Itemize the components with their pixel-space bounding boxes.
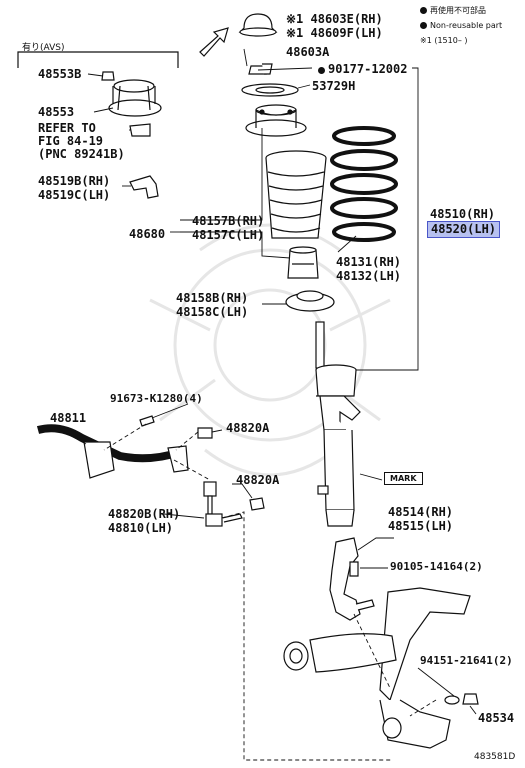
- non-reusable-dot-icon: [420, 7, 427, 14]
- legend-non-reusable-jp: 再使用不可部品: [420, 5, 486, 16]
- avs-bracket: [17, 51, 179, 68]
- part-label-48553b[interactable]: 48553B: [38, 67, 82, 81]
- part-label-48603a[interactable]: 48603A: [286, 45, 330, 59]
- part-label-91673[interactable]: 91673-K1280(4): [110, 392, 203, 405]
- bolt-91673: [139, 415, 155, 427]
- part-label-48534[interactable]: 48534: [478, 711, 515, 725]
- upper-cap-part: [238, 13, 278, 37]
- refer-to-line-1: REFER TO: [38, 121, 96, 135]
- part-label-48519c[interactable]: 48519C(LH): [38, 188, 111, 202]
- mark-label: MARK: [384, 472, 423, 485]
- bolt-90105: [349, 561, 359, 577]
- shock-absorber-part: [315, 321, 361, 527]
- refer-to-line-2[interactable]: FIG 84-19: [38, 134, 104, 148]
- legend-non-reusable-en: Non-reusable part: [420, 20, 502, 31]
- part-label-48519b[interactable]: 48519B(RH): [38, 174, 111, 188]
- non-reusable-dot-icon: [318, 67, 325, 74]
- part-label-90177[interactable]: 90177-12002: [318, 63, 407, 76]
- legend-line-1: 再使用不可部品: [430, 6, 486, 15]
- bracket-48519b: [129, 175, 159, 199]
- nut-48820a-lower: [249, 497, 265, 511]
- legend-note-1: ※1 (1510– ): [420, 36, 468, 45]
- stabilizer-link-part: [203, 481, 243, 527]
- part-label-48514[interactable]: 48514(RH): [388, 505, 454, 519]
- part-label-48520-highlighted[interactable]: 48520(LH): [426, 221, 501, 238]
- part-label-48553[interactable]: 48553: [38, 105, 75, 119]
- part-label-48157c[interactable]: 48157C(LH): [192, 228, 265, 242]
- leader-lines: [59, 48, 477, 715]
- part-label-53729h[interactable]: 53729H: [312, 79, 356, 93]
- bound-stopper-part: [287, 246, 319, 279]
- part-label-48515[interactable]: 48515(LH): [388, 519, 454, 533]
- nut-48603a: [248, 63, 273, 75]
- part-label-48158b[interactable]: 48158B(RH): [176, 291, 249, 305]
- nut-48820a-upper: [197, 427, 213, 439]
- upper-support-part: [245, 104, 307, 137]
- nut-94151: [444, 693, 479, 705]
- non-reusable-dot-icon: [420, 22, 427, 29]
- alignment-lines: [103, 423, 437, 761]
- avs-label: 有り(AVS): [22, 43, 65, 53]
- part-label-48158c[interactable]: 48158C(LH): [176, 305, 249, 319]
- actuator-48553: [108, 79, 162, 117]
- coil-spring-part: [330, 126, 398, 242]
- part-label-48820b[interactable]: 48820B(RH): [108, 507, 181, 521]
- part-label-48811[interactable]: 48811: [50, 411, 87, 425]
- clip-48553-connector: [129, 123, 151, 137]
- dust-boot-part: [265, 150, 327, 239]
- part-label-48603e[interactable]: ※1 48603E(RH): [286, 12, 383, 26]
- lower-arm-part: [283, 587, 471, 749]
- insulator-53729h: [241, 83, 299, 97]
- part-label-48810[interactable]: 48810(LH): [108, 521, 174, 535]
- part-label-48132[interactable]: 48132(LH): [336, 269, 402, 283]
- nut-48553b: [101, 71, 115, 81]
- part-label-48510[interactable]: 48510(RH): [430, 207, 496, 221]
- lower-insulator-part: [285, 290, 335, 312]
- steering-knuckle-part: [329, 537, 375, 621]
- part-label-48131[interactable]: 48131(RH): [336, 255, 402, 269]
- diagram-reference-id: 483581D: [474, 752, 516, 762]
- part-label-90177-text: 90177-12002: [328, 62, 408, 76]
- part-label-48820a-lower[interactable]: 48820A: [236, 473, 280, 487]
- direction-arrow-icon: [199, 27, 229, 57]
- part-label-48820a-upper[interactable]: 48820A: [226, 421, 270, 435]
- part-label-90105[interactable]: 90105-14164(2): [390, 560, 483, 573]
- part-label-48680[interactable]: 48680: [129, 227, 166, 241]
- refer-to-line-3[interactable]: (PNC 89241B): [38, 147, 125, 161]
- part-label-48609f[interactable]: ※1 48609F(LH): [286, 26, 383, 40]
- watermark-emblem: [149, 223, 391, 477]
- legend-line-2: Non-reusable part: [430, 21, 503, 30]
- part-label-94151[interactable]: 94151-21641(2): [420, 654, 513, 667]
- part-label-48157b[interactable]: 48157B(RH): [192, 214, 265, 228]
